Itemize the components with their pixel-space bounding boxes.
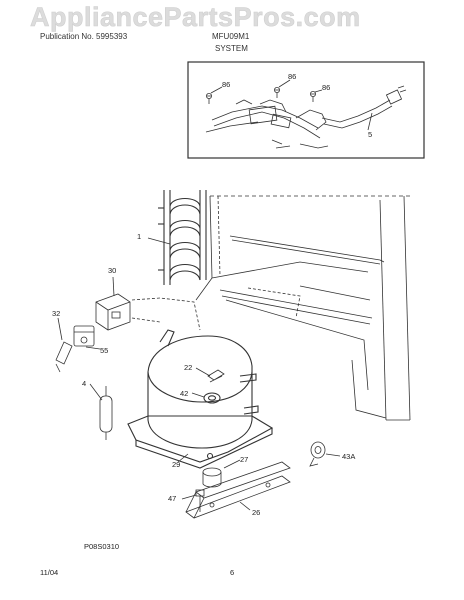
callout-47: 47 [168,494,177,503]
callout-86b: 86 [288,72,297,81]
callout-22: 22 [184,363,193,372]
overload-protector-55 [73,325,95,347]
screw-86a [205,93,212,104]
callout-27: 27 [240,455,249,464]
clip-22 [207,369,225,383]
footer-date: 11/04 [40,568,59,577]
callout-43a: 43A [342,452,356,461]
condenser-coil-1 [158,190,207,285]
callout-5: 5 [368,130,373,139]
callout-4: 4 [82,379,87,388]
callout-26: 26 [252,508,261,517]
publication-number: Publication No. 5995393 [40,32,128,41]
inset-frame [187,61,425,159]
callout-55: 55 [100,346,109,355]
section-title: SYSTEM [215,44,248,53]
wiring-assembly [205,99,329,149]
callout-32: 32 [52,309,61,318]
relay-cover-30 [95,293,131,331]
bolt-47 [195,489,205,512]
filter-drier-4 [99,386,113,440]
compressor-29 [127,329,274,469]
diagram-code: P08S0310 [84,542,120,551]
callout-42: 42 [180,389,189,398]
wire-32 [55,341,73,373]
grommet-27 [202,467,222,488]
watermark: AppliancePartsPros.com [30,2,361,33]
model-number: MFU09M1 [212,32,250,41]
callout-86a: 86 [222,80,231,89]
callout-86c: 86 [322,83,331,92]
footer-page: 6 [230,568,235,577]
callout-30: 30 [108,266,117,275]
callout-29: 29 [172,460,181,469]
clamp-43a [309,441,326,467]
callout-1: 1 [137,232,142,241]
screw-86c [309,91,316,102]
screw-86b [273,87,280,98]
power-harness-5 [321,85,407,129]
cabinet-outline [195,195,411,421]
